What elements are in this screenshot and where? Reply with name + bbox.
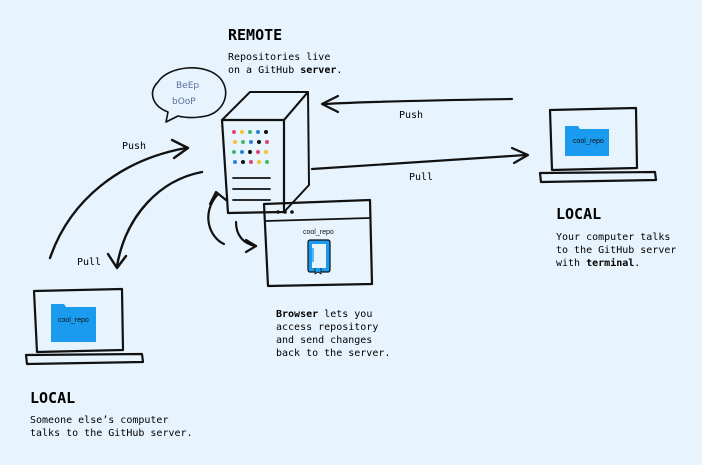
left-pull-label: Pull [77, 257, 101, 268]
left-pull-arrow [106, 170, 204, 270]
local-right-desc-line2: to the GitHub server [556, 245, 676, 256]
server-browser-arrows [207, 190, 258, 254]
server-light [265, 140, 269, 144]
left-push-label: Push [122, 141, 146, 152]
bubble-text-1: BeEp [176, 81, 199, 91]
server-light [240, 130, 244, 134]
laptop-right-icon: cool_repo [538, 106, 658, 184]
remote-desc-line2: on a GitHub server. [228, 65, 342, 76]
right-folder-label: cool_repo [573, 138, 604, 145]
browser-desc-line3: and send changes [276, 335, 372, 346]
right-push-label: Push [399, 110, 423, 121]
local-right-desc-line3: with terminal. [556, 257, 640, 269]
server-light [248, 130, 252, 134]
server-light [241, 160, 245, 164]
browser-window: cool_repo [262, 198, 374, 288]
remote-heading: REMOTE [228, 26, 282, 44]
browser-desc-line4: back to the server. [276, 348, 390, 359]
server-light [257, 160, 261, 164]
server-light [256, 130, 260, 134]
laptop-left-icon: cool_repo [24, 287, 145, 366]
local-right-section: LOCAL Your computer talks to the GitHub … [556, 205, 676, 269]
server-light [257, 140, 261, 144]
server-light [249, 140, 253, 144]
server-light [232, 130, 236, 134]
bubble-text-2: bOoP [172, 97, 196, 107]
right-pull-arrow [310, 146, 530, 171]
server-icon [220, 91, 310, 215]
server-light [240, 150, 244, 154]
server-light [249, 160, 253, 164]
left-folder-label: cool_repo [58, 317, 89, 324]
folder-icon [565, 126, 609, 156]
folder-icon [51, 304, 96, 342]
local-right-desc-line1: Your computer talks [556, 232, 670, 243]
book-icon [307, 239, 331, 275]
server-light [233, 140, 237, 144]
browser-desc: Browser lets you access repository and s… [276, 309, 390, 359]
browser-repo-label: cool_repo [303, 229, 334, 236]
remote-section: REMOTE Repositories live on a GitHub ser… [228, 26, 342, 76]
server-light [233, 160, 237, 164]
remote-desc-line1: Repositories live [228, 52, 330, 63]
right-push-arrow [320, 94, 514, 114]
right-pull-label: Pull [409, 172, 433, 183]
browser-desc-line1: Browser lets you [276, 309, 372, 320]
server-status-lights [232, 130, 269, 164]
server-light [248, 150, 252, 154]
local-left-heading: LOCAL [30, 389, 75, 407]
local-left-desc-line2: talks to the GitHub server. [30, 428, 193, 439]
browser-desc-line2: access repository [276, 322, 378, 333]
local-left-section: LOCAL Someone else’s computer talks to t… [30, 389, 193, 439]
server-light [264, 150, 268, 154]
beep-boop-bubble: BeEp bOoP [151, 67, 227, 123]
local-left-desc-line1: Someone else’s computer [30, 415, 168, 426]
server-light [256, 150, 260, 154]
server-light [264, 130, 268, 134]
server-light [232, 150, 236, 154]
left-push-arrow [48, 138, 190, 260]
local-right-heading: LOCAL [556, 205, 601, 223]
server-light [241, 140, 245, 144]
server-light [265, 160, 269, 164]
